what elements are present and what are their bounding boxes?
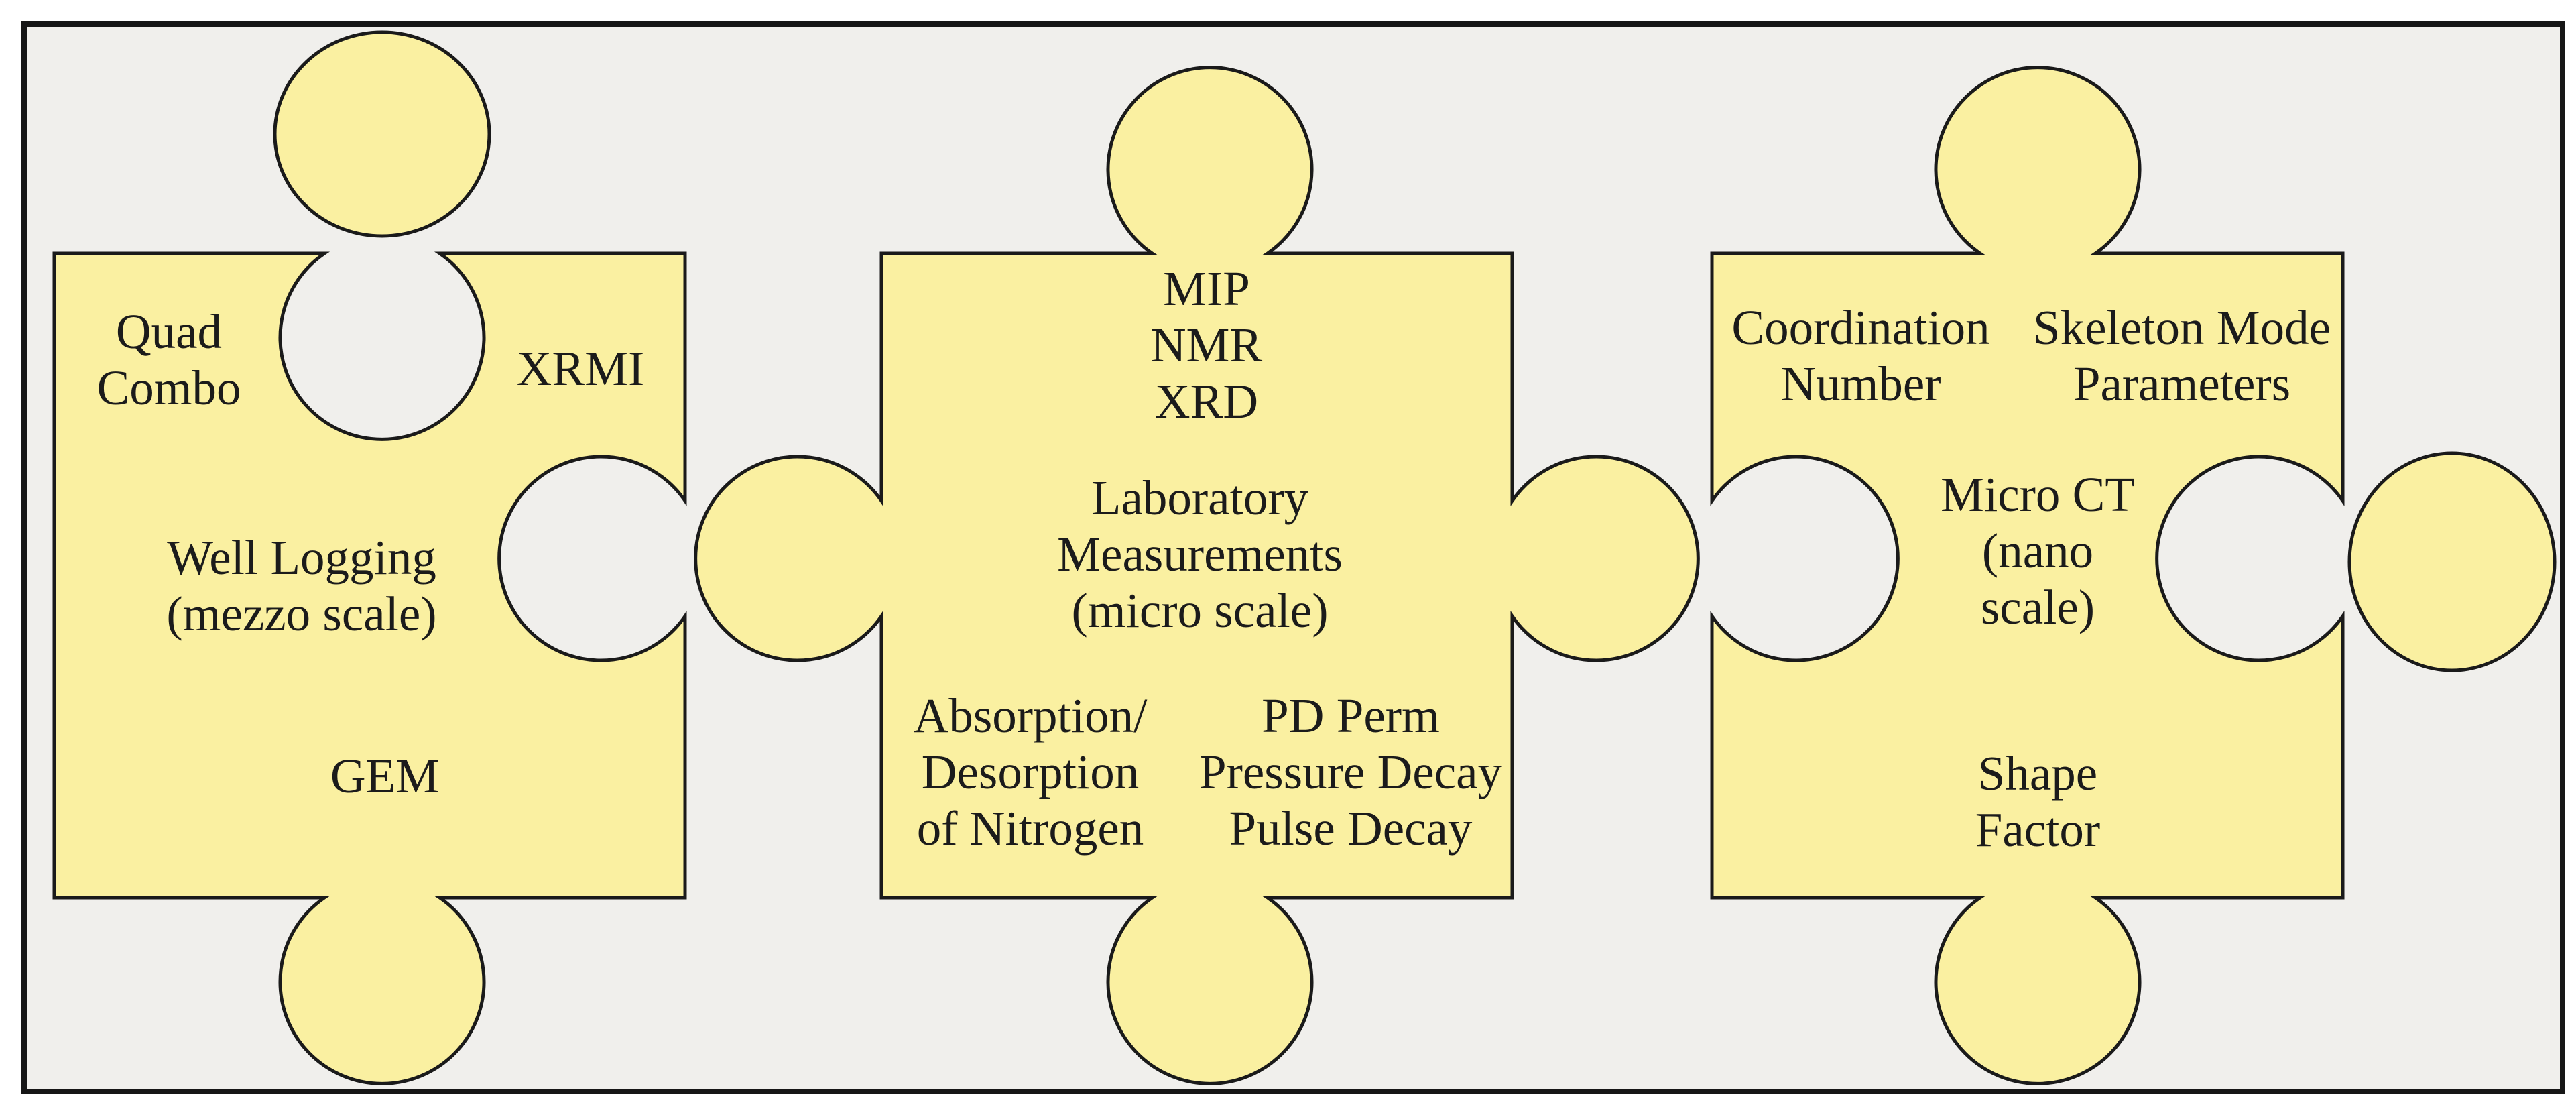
label-line: Pulse Decay <box>1229 801 1473 856</box>
label-line: scale) <box>1980 580 2095 634</box>
label-line: MIP <box>1163 261 1250 316</box>
label-line: GEM <box>330 749 440 803</box>
label-coordination-number: Coordination Number <box>1731 300 1989 412</box>
detached-tab-right <box>2347 451 2557 672</box>
label-line: Parameters <box>2073 357 2291 411</box>
label-line: Measurements <box>1057 527 1343 581</box>
label-line: PD Perm <box>1262 689 1440 743</box>
label-line: Combo <box>97 361 241 415</box>
label-line: Coordination <box>1731 300 1990 355</box>
label-line: Desorption <box>921 745 1140 799</box>
label-absorption: Absorption/ Desorption of Nitrogen <box>914 688 1148 857</box>
label-line: Factor <box>1975 803 2101 857</box>
label-line: (micro scale) <box>1071 583 1329 638</box>
label-line: Well Logging <box>167 530 436 585</box>
label-line: (nano <box>1981 524 2094 578</box>
label-quad-combo: Quad Combo <box>97 304 241 416</box>
piece-well-logging <box>52 251 687 1085</box>
label-line: Pressure Decay <box>1199 745 1503 799</box>
label-line: XRMI <box>516 341 645 396</box>
label-line: Skeleton Mode <box>2032 300 2331 355</box>
label-line: Shape <box>1977 746 2098 801</box>
label-well-logging-title: Well Logging (mezzo scale) <box>166 530 436 642</box>
label-line: Absorption/ <box>913 689 1148 743</box>
piece-micro-ct <box>1710 66 2345 1085</box>
label-line: XRD <box>1154 374 1259 428</box>
label-gem: GEM <box>330 748 439 805</box>
label-pd-perm: PD Perm Pressure Decay Pulse Decay <box>1199 688 1502 857</box>
label-line: Laboratory <box>1091 471 1309 525</box>
label-micro-ct-title: Micro CT (nano scale) <box>1941 467 2135 636</box>
label-skeleton-mode: Skeleton Mode Parameters <box>2033 300 2331 412</box>
label-line: of Nitrogen <box>916 801 1144 856</box>
label-line: (mezzo scale) <box>166 587 437 641</box>
label-xrmi: XRMI <box>517 341 645 397</box>
label-line: NMR <box>1150 318 1263 372</box>
detached-tab-top-left <box>273 30 491 238</box>
label-shape-factor: Shape Factor <box>1975 746 2101 858</box>
label-laboratory-title: Laboratory Measurements (micro scale) <box>1057 470 1343 639</box>
label-line: Quad <box>115 304 223 359</box>
label-line: Micro CT <box>1941 467 2135 522</box>
piece-laboratory-measurements <box>694 66 1700 1085</box>
label-line: Number <box>1780 357 1941 411</box>
label-mip-nmr-xrd: MIP NMR XRD <box>1151 261 1262 430</box>
